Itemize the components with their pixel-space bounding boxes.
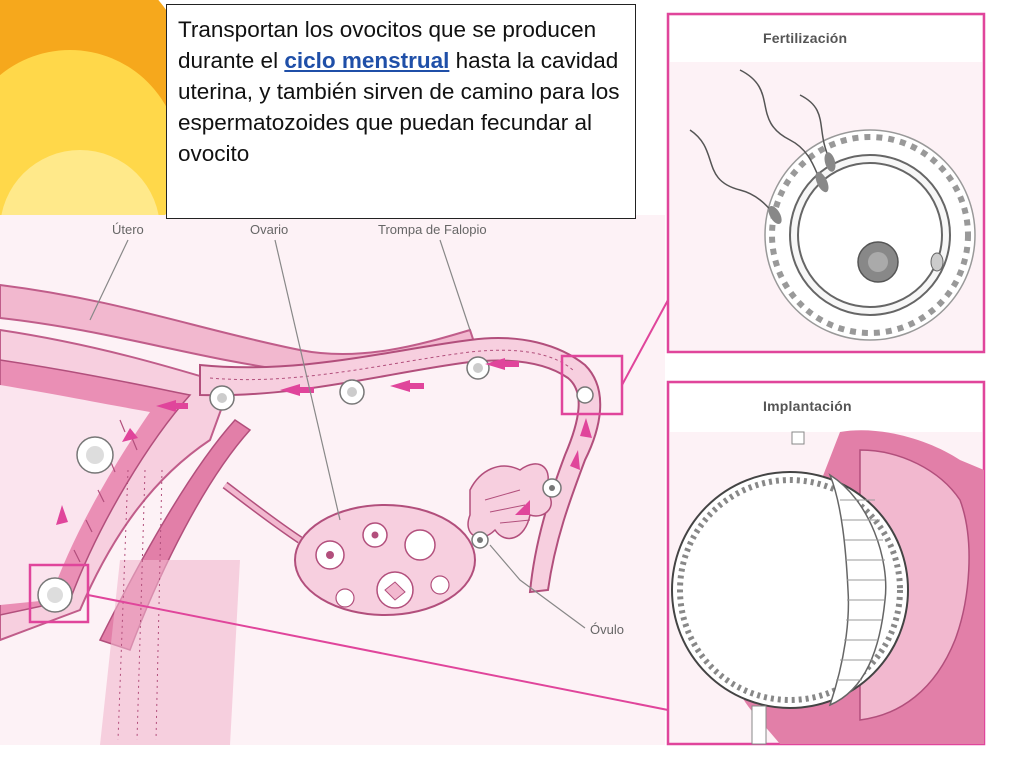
label-utero: Útero [112,222,144,237]
callout-text-end: hasta la cavidad uterina, y también sirv… [178,48,620,166]
fertilizacion-title: Fertilización [763,30,848,46]
implantation-panel [666,380,986,746]
ciclo-menstrual-link[interactable]: ciclo menstrual [284,48,450,73]
fallopian-tube [199,337,602,594]
leader-lines [89,239,586,629]
ova-in-tube [76,356,562,549]
label-trompa: Trompa de Falopio [378,222,487,237]
callout-text-box: Transportan los ovocitos que se producen… [166,4,636,219]
label-ovulo: Óvulo [590,622,624,637]
label-ovario: Ovario [250,222,289,237]
implantation-highlight [28,563,90,624]
ovary [222,481,476,616]
implantacion-title: Implantación [763,398,852,414]
callout-text-start: Transportan los ovocitos que se producen… [178,17,597,73]
fertilization-panel [666,12,986,354]
direction-arrows [56,358,592,525]
